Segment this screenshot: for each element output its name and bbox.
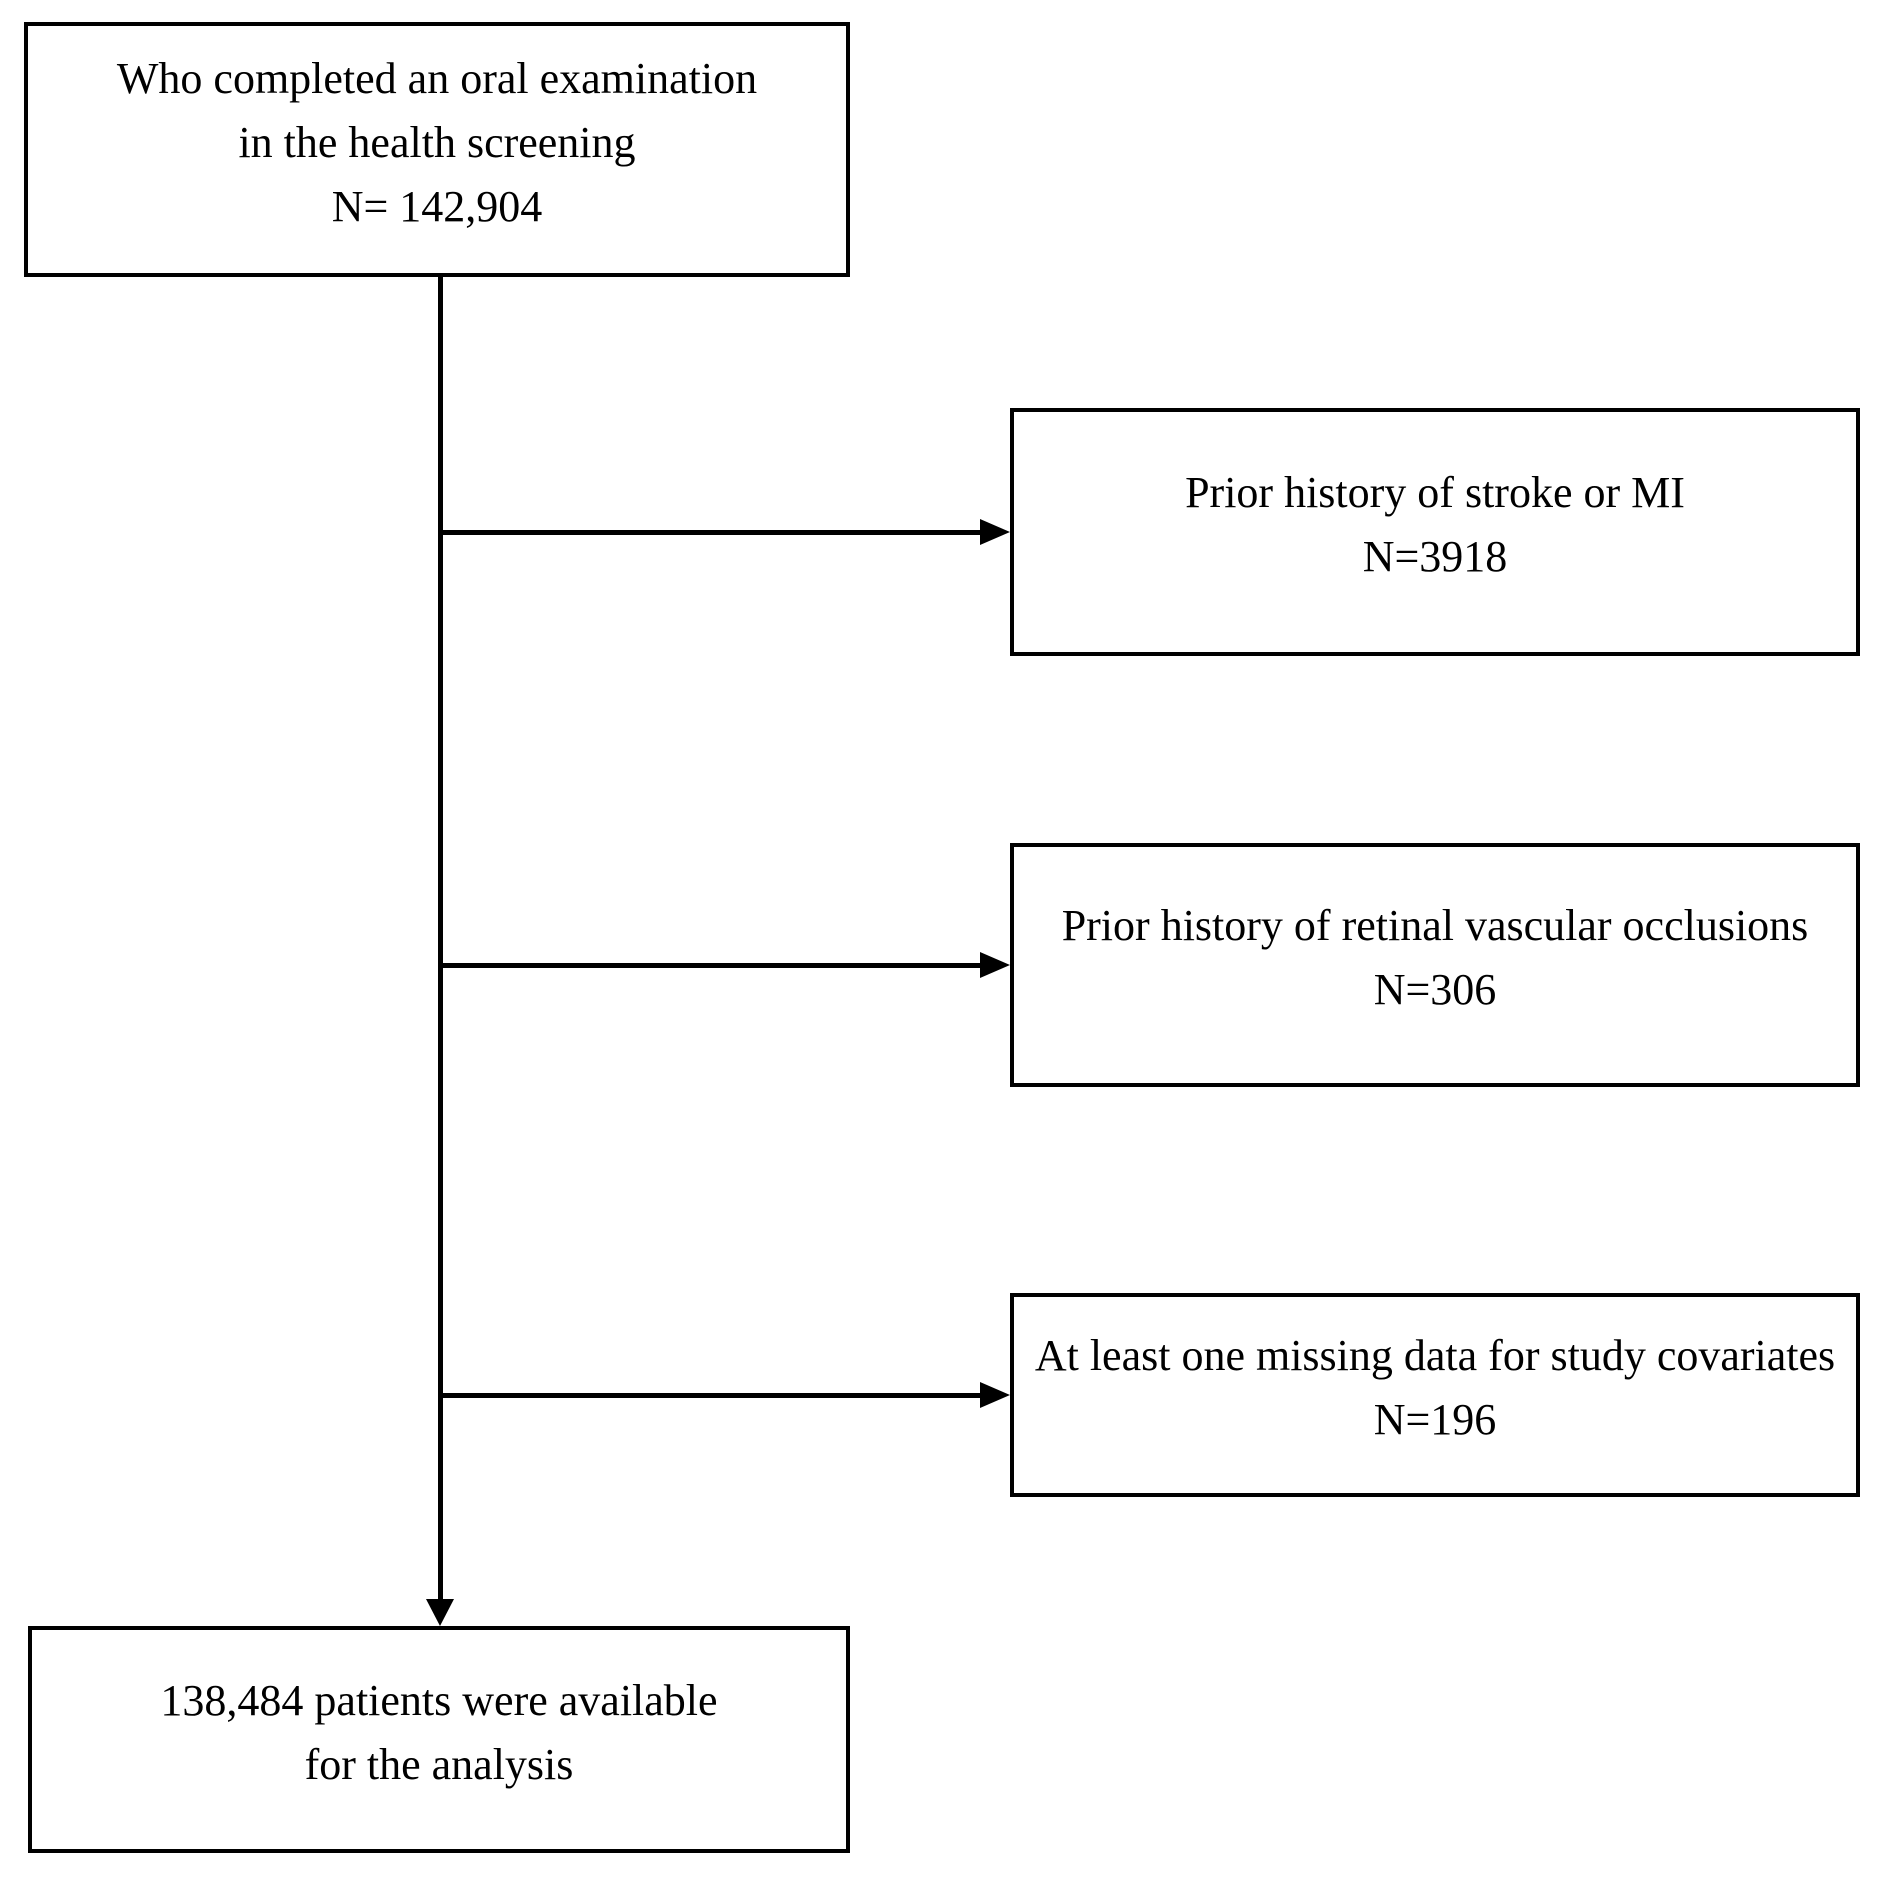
source-count: N= 142,904 (331, 181, 543, 231)
flow-box-exclusion-missing-data: At least one missing data for study cova… (1010, 1293, 1860, 1497)
exclusion-2-label: Prior history of retinal vascular occlus… (1061, 901, 1809, 950)
connector-branch-3 (438, 1393, 982, 1398)
connector-vertical-line (438, 277, 443, 1600)
exclusion-3-count: N=196 (1373, 1395, 1497, 1444)
connector-branch-1 (438, 530, 982, 535)
connector-branch-2 (438, 963, 982, 968)
flow-box-source: Who completed an oral examination in the… (24, 22, 850, 277)
source-line-1: Who completed an oral examination (116, 53, 758, 103)
flow-box-exclusion-retinal-occlusions: Prior history of retinal vascular occlus… (1010, 843, 1860, 1087)
flow-box-final-analysis: 138,484 patients were available for the … (28, 1626, 850, 1853)
right-arrow-icon (980, 952, 1010, 978)
final-line-2: for the analysis (304, 1739, 574, 1789)
exclusion-3-label: At least one missing data for study cova… (1034, 1331, 1836, 1380)
down-arrow-icon (426, 1599, 454, 1626)
source-line-2: in the health screening (238, 117, 636, 167)
exclusion-2-count: N=306 (1373, 965, 1497, 1014)
exclusion-1-count: N=3918 (1362, 532, 1508, 581)
exclusion-1-label: Prior history of stroke or MI (1185, 468, 1685, 517)
right-arrow-icon (980, 519, 1010, 545)
right-arrow-icon (980, 1382, 1010, 1408)
final-line-1: 138,484 patients were available (160, 1675, 718, 1725)
flow-box-exclusion-stroke-mi: Prior history of stroke or MI N=3918 (1010, 408, 1860, 656)
